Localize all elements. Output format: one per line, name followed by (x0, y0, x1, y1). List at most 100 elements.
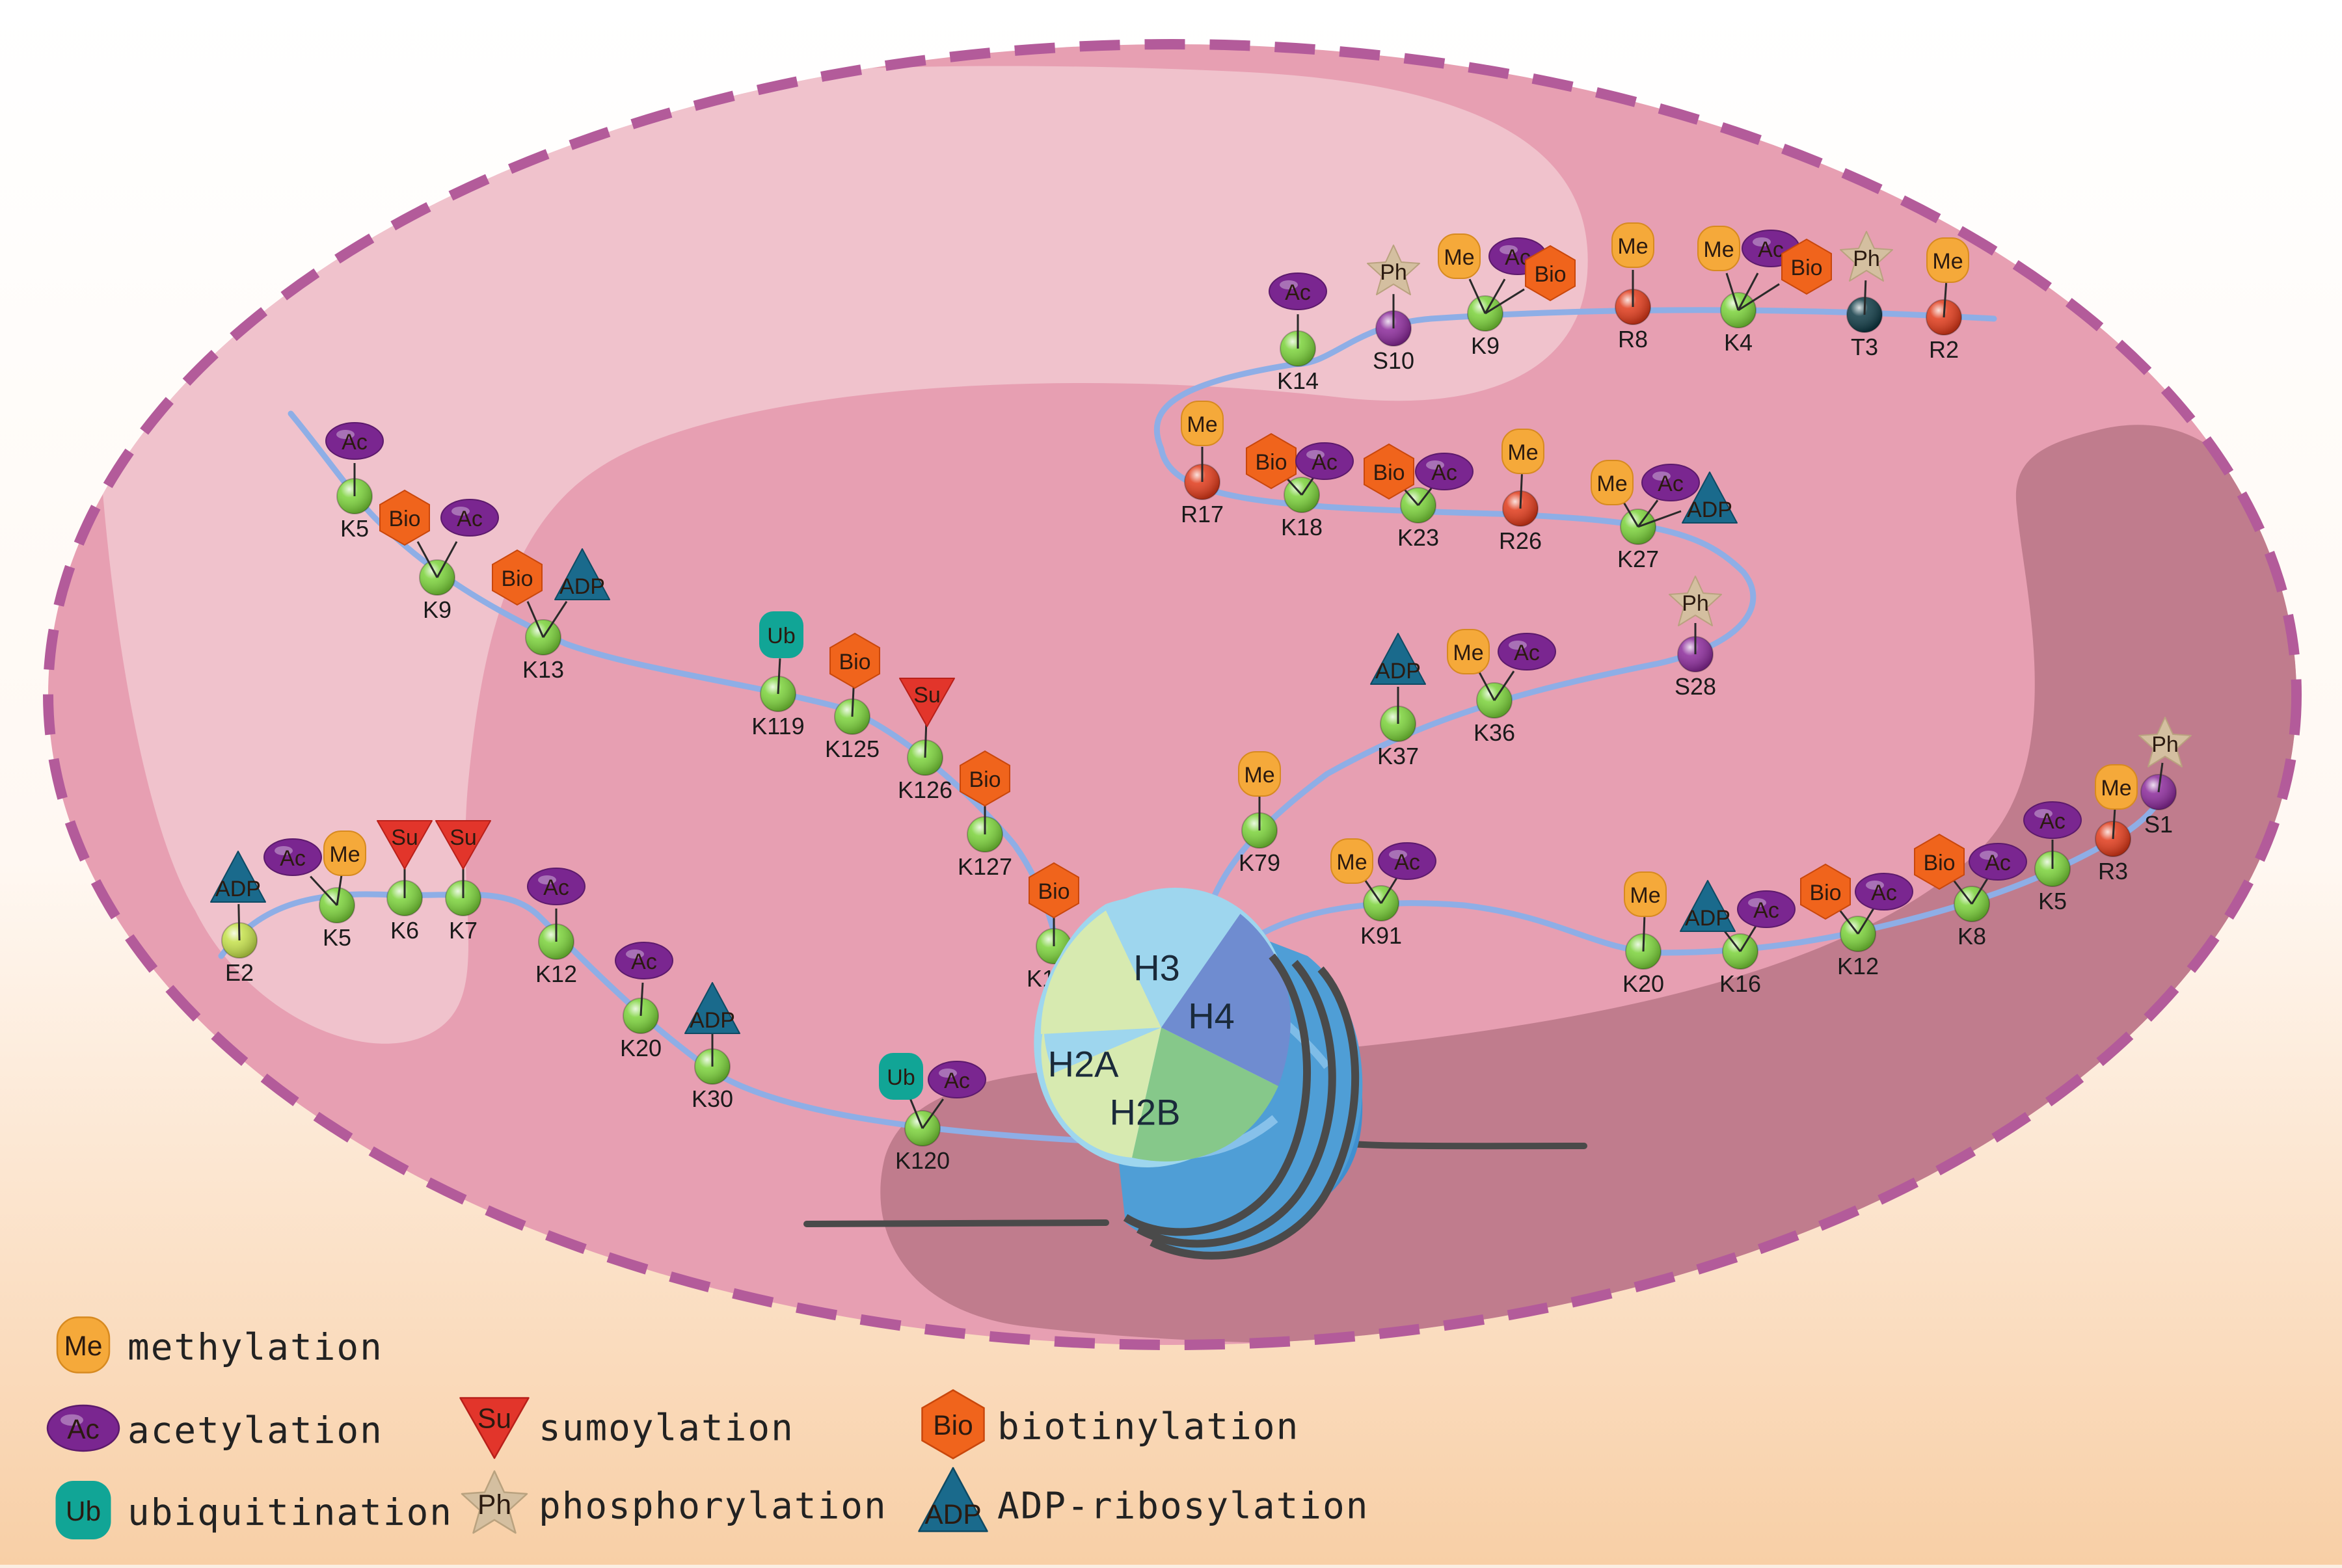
H3-top (1106, 891, 1243, 1028)
mark-ac-icon-symbol: Ac (944, 1069, 970, 1093)
label-H2A: H2A (1048, 1044, 1120, 1085)
mark-link (1863, 280, 1867, 315)
residue-label: K27 (1617, 546, 1659, 572)
mark-link (1943, 283, 1948, 318)
mark-ac-icon-symbol: Ac (342, 430, 368, 455)
mark-bio-icon-symbol: Bio (1534, 262, 1566, 287)
mark-me-icon-symbol: Me (2101, 776, 2131, 801)
mark-link (1642, 917, 1646, 952)
mark-bio-icon-symbol: Bio (839, 650, 870, 674)
H2B-region (1132, 1028, 1278, 1162)
mark-bio-icon: Bio (492, 549, 543, 606)
mark-me-icon-symbol: Me (1244, 763, 1274, 788)
mark-adp-icon-symbol: ADP (1685, 906, 1730, 931)
mark-me-icon: Me (1697, 226, 1740, 271)
mark-me-icon: Me (1330, 838, 1373, 884)
mark-su-icon: Su (377, 820, 433, 870)
mark-me-icon: Me (1238, 751, 1281, 797)
legend-ph-icon: Ph (461, 1470, 528, 1534)
mark-link (1971, 878, 1989, 905)
mark-bio-icon-symbol: Bio (969, 767, 1001, 792)
mark-bio-icon-symbol: Bio (388, 507, 420, 531)
mark-ac-icon-symbol: Ac (1658, 472, 1684, 496)
mark-ac-icon: Ac (263, 838, 322, 876)
residue-label: R2 (1929, 336, 1959, 363)
mark-me-icon: Me (1501, 429, 1544, 474)
mark-adp-icon: ADP (1682, 472, 1738, 524)
mark-link (1484, 278, 1506, 314)
mark-bio-icon-symbol: Bio (501, 566, 533, 591)
mark-ac-icon: Ac (1295, 442, 1354, 480)
mark-link (1738, 283, 1780, 312)
residue-label: K12 (1837, 953, 1879, 979)
mark-link (1362, 877, 1382, 904)
dna-wrap-3 (1123, 953, 1312, 1236)
mark-ac-icon: Ac (615, 942, 673, 979)
mark-link (416, 541, 438, 578)
residue-label: K20 (1622, 970, 1664, 997)
mark-adp-icon: ADP (1370, 633, 1426, 685)
residue-k16: K16 (1719, 933, 1761, 997)
residue-label: K12 (535, 961, 577, 987)
mark-bio-icon-symbol: Bio (1790, 256, 1822, 280)
mark-link (1493, 671, 1515, 701)
mark-ac-icon-symbol: Ac (631, 950, 657, 974)
mark-ac-icon-symbol: Ac (543, 875, 569, 900)
residue-label: K5 (323, 924, 351, 951)
light-region (94, 66, 1588, 1044)
mark-su-icon: Su (899, 678, 955, 727)
legend-label: ADP-ribosylation (997, 1485, 1369, 1528)
mark-link (542, 600, 568, 638)
mark-adp-icon-symbol: ADP (1375, 659, 1421, 684)
residue-label: K6 (390, 917, 419, 944)
mark-adp-icon-symbol: ADP (1687, 498, 1732, 522)
mark-me-icon: Me (1447, 629, 1490, 674)
mark-link (1519, 474, 1523, 509)
residue-label: K8 (1958, 923, 1986, 950)
residue-label: K16 (1719, 970, 1761, 997)
legend-me-icon: Me (56, 1316, 111, 1374)
residue-label: R3 (2098, 858, 2128, 884)
legend-su-icon-symbol: Su (478, 1404, 511, 1435)
label-H2B: H2B (1110, 1092, 1181, 1133)
mark-bio-icon: Bio (829, 632, 880, 689)
residue-label: K30 (692, 1085, 733, 1112)
residue-label: K18 (1281, 514, 1323, 540)
mark-link (310, 875, 338, 907)
residue-label: K20 (620, 1035, 662, 1061)
mark-su-icon-symbol: Su (391, 825, 418, 850)
residue-label: K91 (1360, 922, 1402, 949)
residue-label: K5 (340, 515, 369, 542)
mark-ac-icon-symbol: Ac (1871, 881, 1897, 905)
residue-label: K7 (449, 917, 478, 944)
dna-left (803, 1219, 1109, 1227)
mark-me-icon-symbol: Me (1617, 234, 1648, 259)
mark-me-icon-symbol: Me (1444, 245, 1474, 270)
histone-tails: K5K9K13K119K125K126K127K129E2K5K6K7K12K2… (210, 222, 2192, 1174)
mark-ac-icon: Ac (1855, 873, 1913, 910)
mark-adp-icon: ADP (684, 982, 740, 1034)
mark-ac-icon-symbol: Ac (1312, 450, 1338, 475)
cell-border (43, 39, 2302, 1350)
mark-me-icon-symbol: Me (1336, 850, 1367, 875)
mark-ph-icon-symbol: Ph (1682, 591, 1709, 616)
mark-ph-icon-symbol: Ph (2151, 732, 2179, 757)
legend-label: phosphorylation (539, 1485, 887, 1528)
residue-label: K37 (1377, 743, 1419, 769)
residue-label: S1 (2144, 811, 2173, 838)
mark-ph-icon: Ph (1669, 576, 1722, 626)
legend-ub-icon: Ub (55, 1481, 111, 1539)
mark-link (777, 658, 781, 695)
residue-label: S10 (1373, 347, 1414, 374)
mark-adp-icon-symbol: ADP (690, 1008, 735, 1033)
mark-me-icon: Me (1438, 233, 1481, 279)
mark-ac-icon: Ac (1737, 890, 1796, 928)
legend-adp-icon: ADP (918, 1467, 988, 1532)
residue-label: K13 (522, 656, 564, 683)
residue-label: K119 (751, 713, 804, 739)
dna-wrap-1 (1137, 960, 1336, 1248)
residue-label: S28 (1675, 673, 1716, 700)
